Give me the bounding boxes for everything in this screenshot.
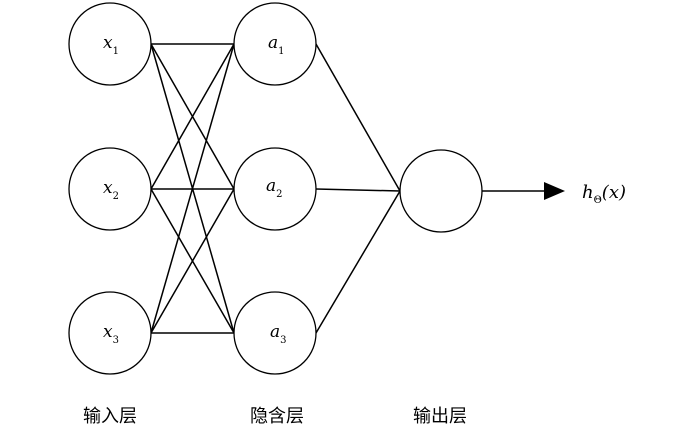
connections [150, 43, 565, 334]
hidden-layer-label: 隐含层 [250, 406, 304, 427]
output-layer-label: 输出层 [413, 406, 467, 427]
edge-x3-a1 [150, 43, 235, 334]
output-arrow-head [544, 182, 565, 200]
hidden-node-2 [233, 147, 317, 231]
edge-a3-out [315, 190, 401, 334]
input-node-1 [68, 2, 152, 86]
output-layer [399, 149, 483, 233]
edge-x3-a2 [150, 188, 235, 334]
layer-labels: 输入层 隐含层 输出层 [83, 406, 467, 427]
input-node-2 [68, 147, 152, 231]
edge-x2-a1 [150, 43, 235, 190]
input-layer-label: 输入层 [83, 406, 137, 427]
hidden-node-2-label: a2 [266, 176, 283, 200]
input-node-3-label: x3 [103, 322, 119, 346]
output-label: hΘ(x) [582, 182, 626, 206]
edge-a1-out [315, 43, 401, 192]
hidden-node-3 [233, 291, 317, 375]
hidden-node-1-label: a1 [268, 33, 285, 57]
output-node [399, 149, 483, 233]
hidden-node-3-label: a3 [270, 322, 287, 346]
hidden-layer: a1 a2 a3 [233, 2, 317, 375]
hidden-node-1 [233, 2, 317, 86]
input-node-3 [68, 291, 152, 375]
edge-a2-out [315, 188, 401, 192]
input-layer: x1 x2 x3 [68, 2, 152, 375]
input-node-1-label: x1 [103, 33, 119, 57]
input-node-2-label: x2 [103, 178, 119, 202]
